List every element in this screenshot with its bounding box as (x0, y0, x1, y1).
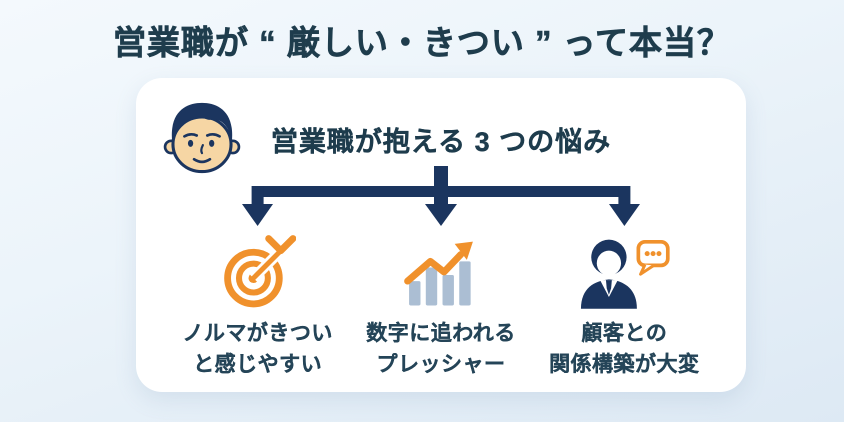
target-dart-icon (223, 235, 296, 308)
worries-diagram: ノルマがきつい と感じやすい (166, 166, 716, 380)
worry-column-customers: 顧客との 関係構築が大変 (533, 234, 716, 380)
worries-columns: ノルマがきつい と感じやすい (166, 234, 716, 380)
worry-label-customers: 顧客との 関係構築が大変 (549, 322, 700, 376)
rising-bar-chart-icon (404, 241, 473, 306)
worry-column-quota: ノルマがきつい と感じやすい (166, 234, 349, 380)
worry-column-numbers: 数字に追われる プレッシャー (349, 234, 532, 380)
customer-speech-bubble-icon (581, 239, 670, 309)
worry-label-numbers: 数字に追われる プレッシャー (366, 322, 516, 376)
man-face-icon (163, 102, 241, 174)
worry-label-quota: ノルマがきつい と感じやすい (182, 322, 333, 376)
page-title: 営業職が “ 厳しい・きつい ” って本当？ (112, 24, 732, 62)
card-heading: 営業職が抱える 3 つの悩み (270, 127, 612, 157)
branch-arrows-icon (242, 166, 640, 226)
infographic-card: 営業職が抱える 3 つの悩み (136, 78, 746, 392)
